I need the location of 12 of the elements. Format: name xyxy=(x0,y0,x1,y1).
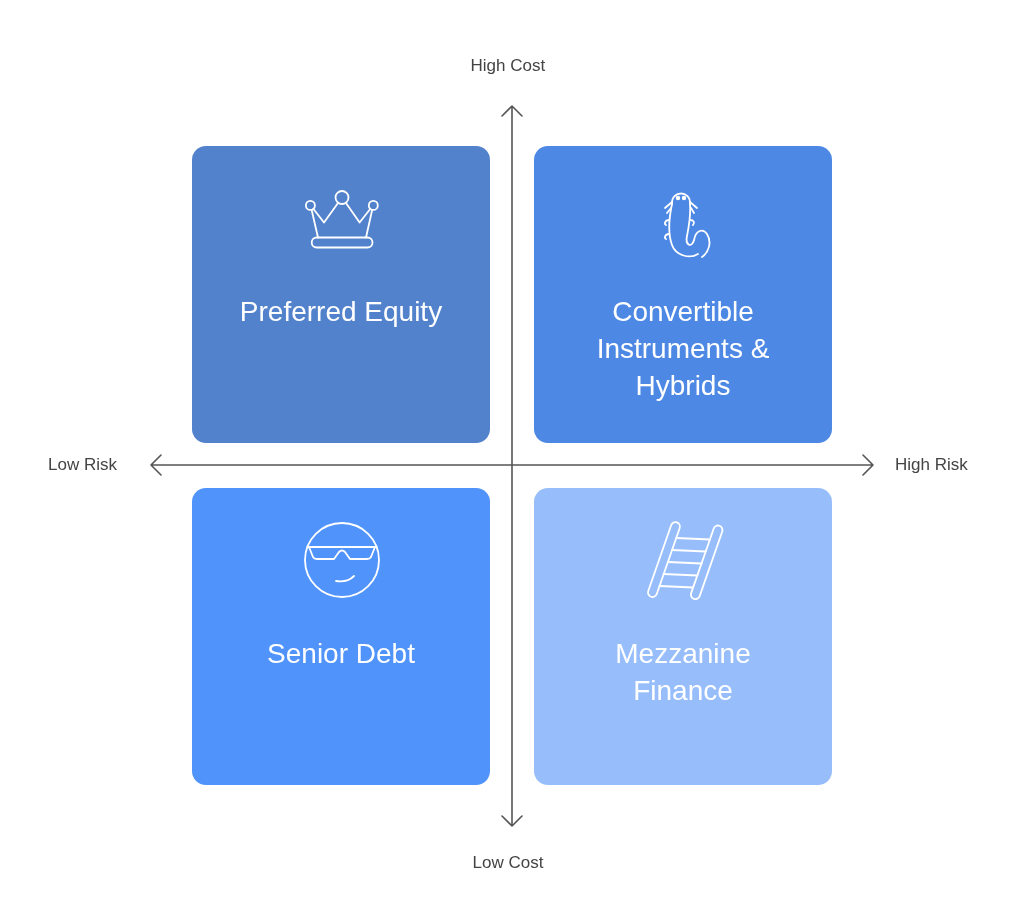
quadrant-card xyxy=(534,146,832,443)
axis-label: High Cost xyxy=(470,56,546,76)
quadrant-card xyxy=(534,488,832,785)
quadrant-title: Preferred Equity xyxy=(239,295,443,329)
quadrant-card xyxy=(192,146,490,443)
quadrant-title: Senior Debt xyxy=(267,637,415,671)
axis-label: Low Risk xyxy=(48,455,117,475)
quadrant-title: Mezzanine Finance xyxy=(614,637,752,708)
axis-label: High Risk xyxy=(895,455,968,475)
quadrant-title: Convertible Instruments & Hybrids xyxy=(595,295,771,403)
quadrant-card xyxy=(192,488,490,785)
axis-label: Low Cost xyxy=(472,853,544,873)
